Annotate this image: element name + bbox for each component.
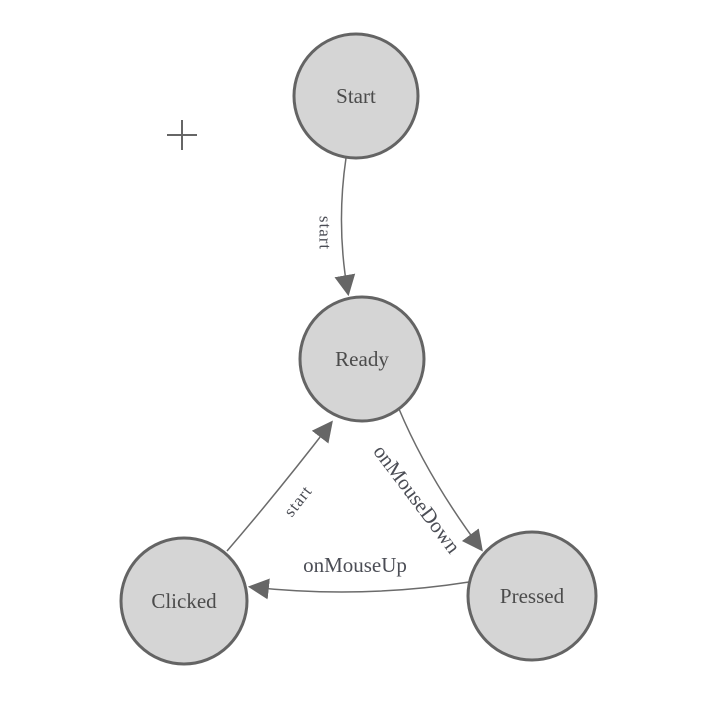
state-node-start[interactable]: Start [292,32,420,160]
state-node-pressed[interactable]: Pressed [466,530,598,662]
transition-label-pressed-to-clicked: onMouseUp [303,553,407,577]
transitions-layer [226,157,483,600]
transition-pressed-to-clicked[interactable] [247,578,470,600]
state-circle-ready[interactable] [298,295,426,423]
state-circle-pressed[interactable] [466,530,598,662]
plus-crosshair-icon [167,120,197,150]
transition-label-start-to-ready: start [316,216,335,250]
state-circle-clicked[interactable] [119,536,249,666]
state-label-ready: Ready [335,347,389,371]
state-label-start: Start [336,84,376,108]
state-label-clicked: Clicked [151,589,217,613]
state-label-pressed: Pressed [500,584,565,608]
transition-label-clicked-to-ready: start [280,482,316,521]
transition-clicked-to-ready[interactable] [226,420,333,552]
transition-label-ready-to-pressed: onMouseDown [368,440,465,558]
transition-start-to-ready[interactable] [334,157,356,297]
state-circle-start[interactable] [292,32,420,160]
transition-ready-to-pressed[interactable] [398,408,483,552]
state-node-clicked[interactable]: Clicked [119,536,249,666]
state-node-ready[interactable]: Ready [298,295,426,423]
